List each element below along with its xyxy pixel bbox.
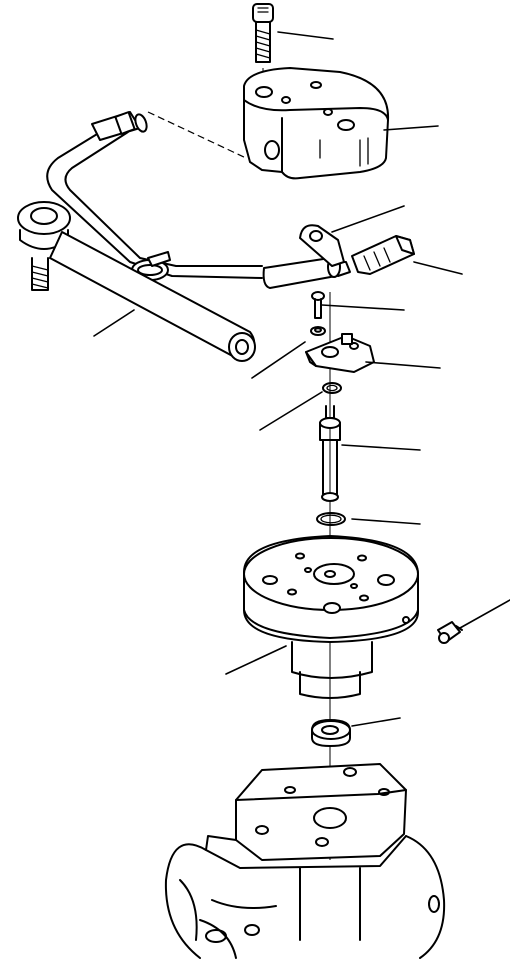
washer [310,326,326,336]
hose-line [46,111,351,289]
shaft-pin [319,405,341,502]
bracket-plate [299,224,345,267]
mounting-bolt [252,3,274,63]
tie-rod-end [17,201,256,362]
seal-ring [311,719,351,747]
o-ring [316,512,346,526]
hub-flange [243,535,419,699]
sensor-connector [351,235,415,275]
snap-ring [322,382,342,394]
small-screw [311,291,325,319]
housing [164,763,446,959]
callout-leaders [93,31,510,727]
sensor-bracket [305,333,375,373]
grease-nipple [437,621,463,644]
cover-block [243,67,390,180]
